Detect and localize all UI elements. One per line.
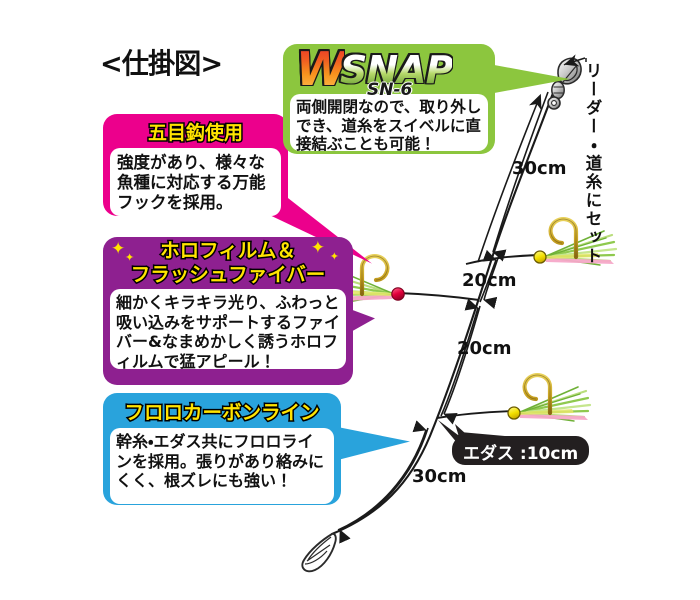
callout-holo-body: 細かくキラキラ光り、ふわっと吸い込みをサポートするファイバー&なまめかしく誘うホ… bbox=[110, 289, 346, 371]
sparkle-icon-right: ✦ bbox=[310, 238, 325, 258]
snap-swivel-top bbox=[547, 57, 582, 110]
callout-wsnap-body: 両側開閉なので、取り外しでき、道糸をスイベルに直接結ぶことも可能！ bbox=[290, 94, 488, 153]
sparkle-icon-left2: ✦ bbox=[125, 251, 135, 264]
wsnap-logo-w: W bbox=[296, 42, 347, 96]
dimension-arrows bbox=[337, 91, 549, 544]
branch-line-middle bbox=[397, 292, 480, 301]
flash-fiber-upper bbox=[542, 230, 618, 266]
dimension-bottom-30cm: 30cm bbox=[412, 466, 467, 487]
callout-fluoro-heading: フロロカーボンライン bbox=[123, 400, 321, 426]
dimension-upper-20cm: 20cm bbox=[462, 270, 517, 291]
callout-gomoku[interactable]: 五目鈎使用 強度があり、様々な魚種に対応する万能フックを採用。 bbox=[103, 114, 288, 216]
sparkle-icon-right2: ✦ bbox=[329, 250, 339, 263]
callout-holo[interactable]: ✦ ✦ ✦ ✦ ホロフィルム＆ フラッシュファイバー 細かくキラキラ光り、ふわっ… bbox=[103, 237, 353, 385]
edasu-length-label: エダス :10cm bbox=[452, 436, 590, 465]
callout-fluoro[interactable]: フロロカーボンライン 幹糸・エダス共にフロロラインを採用。張りがあり絡みにくく、… bbox=[103, 393, 341, 505]
snap-clip-bottom bbox=[301, 532, 337, 573]
leader-setup-note: リーダー・道糸にセット bbox=[583, 62, 602, 266]
hook-lure-lower bbox=[507, 373, 592, 422]
branch-line-upper bbox=[465, 254, 541, 265]
callout-gomoku-body: 強度があり、様々な魚種に対応する万能フックを採用。 bbox=[110, 148, 281, 216]
callout-gomoku-heading: 五目鈎使用 bbox=[146, 121, 244, 146]
wsnap-logo-snap: SNAP bbox=[340, 48, 453, 92]
wsnap-logo: W SNAP SN-6 bbox=[283, 42, 495, 100]
dimension-top-30cm: 30cm bbox=[512, 158, 567, 179]
wsnap-logo-model: SN-6 bbox=[367, 80, 413, 100]
page-title: <仕掛図> bbox=[100, 47, 223, 80]
callout-holo-heading-line1: ホロフィルム＆ bbox=[159, 238, 298, 262]
main-line bbox=[330, 72, 562, 536]
callout-holo-heading-line2: フラッシュファイバー bbox=[129, 262, 327, 287]
dimension-lower-20cm: 20cm bbox=[457, 338, 512, 359]
flash-fiber-lower bbox=[516, 386, 592, 422]
callout-wsnap[interactable]: W SNAP SN-6 両側開閉なので、取り外しでき、道糸をスイベルに直接結ぶこ… bbox=[283, 42, 495, 154]
hook-lure-upper bbox=[533, 217, 618, 266]
branch-line-lower bbox=[436, 410, 515, 419]
callout-fluoro-body: 幹糸・エダス共にフロロラインを採用。張りがあり絡みにくく、根ズレにも強い！ bbox=[110, 428, 334, 504]
leader-pointer bbox=[563, 54, 587, 67]
sparkle-icon-left: ✦ bbox=[111, 239, 126, 259]
